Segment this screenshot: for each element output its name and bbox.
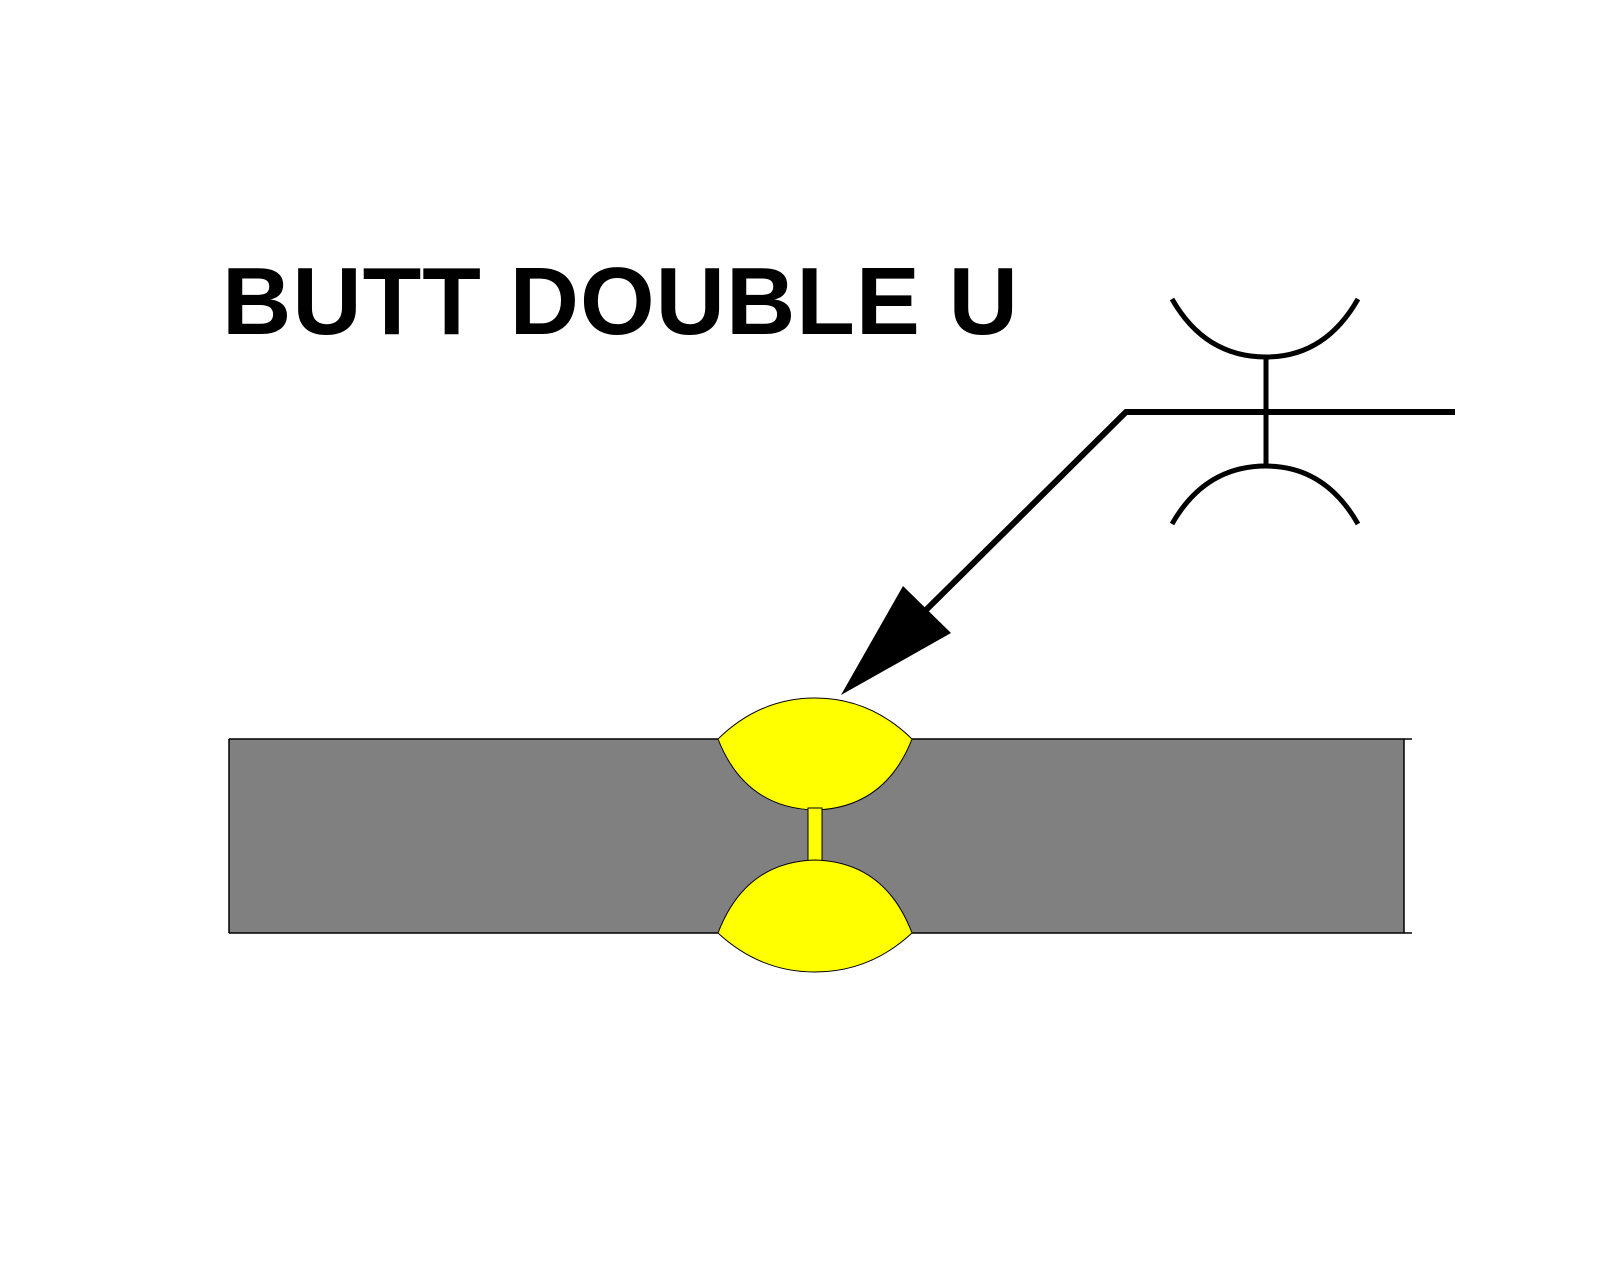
- weld-bottom-bead: [717, 859, 913, 973]
- plate-left: [229, 739, 726, 933]
- weld-beads: [717, 697, 913, 973]
- weld-top-bead: [717, 697, 913, 811]
- double-u-groove-weld-symbol-icon: [1169, 297, 1361, 526]
- diagram-title: BUTT DOUBLE U: [222, 248, 1019, 355]
- arrow-head-icon: [841, 586, 951, 695]
- weld-root-gap: [807, 807, 823, 863]
- plate-right: [902, 739, 1404, 933]
- leader-line: [922, 409, 1455, 614]
- upper-u-arc: [1169, 297, 1361, 360]
- lower-u-arc: [1169, 463, 1361, 526]
- arrow-leader: [841, 409, 1455, 695]
